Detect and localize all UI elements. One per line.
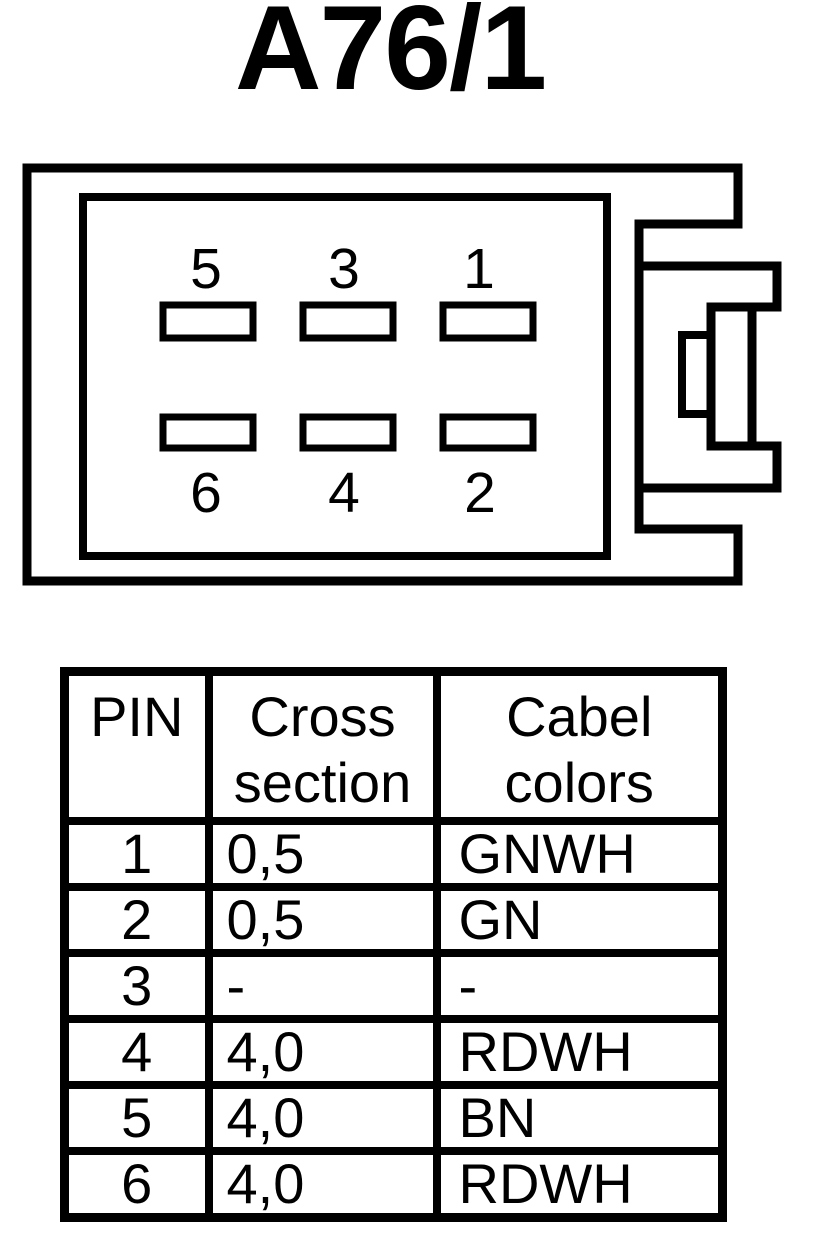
pin-cell: 3 (60, 949, 213, 1023)
pin-slot-5 (159, 301, 257, 342)
pin-table: PIN Cross section Cabel colors 1 0,5 GNW… (60, 667, 727, 1222)
pin-cell: 1 (60, 817, 213, 891)
connector-diagram: 5 3 1 6 4 2 (22, 163, 782, 586)
cable-color-cell: GN (432, 883, 727, 957)
header-pin: PIN (60, 667, 213, 825)
pin-label-1: 1 (463, 237, 495, 301)
cross-section-cell: 4,0 (204, 1147, 441, 1222)
cross-section-cell: - (204, 949, 441, 1023)
pin-table-header: PIN Cross section Cabel colors (60, 667, 727, 825)
pin-label-3: 3 (328, 237, 360, 301)
page-title: A76/1 (234, 0, 547, 115)
pin-slot-6 (159, 413, 257, 452)
cross-section-cell: 0,5 (204, 883, 441, 957)
table-row-pin-6: 6 4,0 RDWH (60, 1147, 727, 1222)
pin-cell: 4 (60, 1015, 213, 1089)
connector-inner-face (79, 193, 611, 560)
header-cross-section: Cross section (204, 667, 441, 825)
pin-slot-2 (439, 413, 537, 452)
pin-cell: 2 (60, 883, 213, 957)
cable-color-cell: GNWH (432, 817, 727, 891)
pin-table-header-row: PIN Cross section Cabel colors (60, 667, 727, 825)
pin-table-body: 1 0,5 GNWH 2 0,5 GN 3 - - 4 4,0 RDWH 5 4 (60, 817, 727, 1222)
cross-section-cell: 4,0 (204, 1015, 441, 1089)
table-row-pin-5: 5 4,0 BN (60, 1081, 727, 1155)
cable-color-cell: BN (432, 1081, 727, 1155)
pin-cell: 5 (60, 1081, 213, 1155)
cross-section-cell: 4,0 (204, 1081, 441, 1155)
pin-slots-top-row (159, 301, 537, 342)
pin-label-4: 4 (328, 461, 360, 525)
table-row-pin-2: 2 0,5 GN (60, 883, 727, 957)
cable-color-cell: RDWH (432, 1147, 727, 1222)
pin-label-5: 5 (190, 237, 222, 301)
table-row-pin-1: 1 0,5 GNWH (60, 817, 727, 891)
pin-slot-1 (439, 301, 537, 342)
pin-labels: 5 3 1 6 4 2 (190, 237, 496, 525)
cross-section-cell: 0,5 (204, 817, 441, 891)
cable-color-cell: RDWH (432, 1015, 727, 1089)
pin-slot-4 (299, 413, 397, 452)
pin-label-6: 6 (190, 461, 222, 525)
pin-cell: 6 (60, 1147, 213, 1222)
pin-slots-bottom-row (159, 413, 537, 452)
connector-latch-detail (678, 331, 711, 418)
connector-latch (639, 261, 782, 493)
pin-label-2: 2 (464, 461, 496, 525)
cable-color-cell: - (432, 949, 727, 1023)
header-cable-colors: Cabel colors (432, 667, 727, 825)
table-row-pin-4: 4 4,0 RDWH (60, 1015, 727, 1089)
table-row-pin-3: 3 - - (60, 949, 727, 1023)
pin-slot-3 (299, 301, 397, 342)
